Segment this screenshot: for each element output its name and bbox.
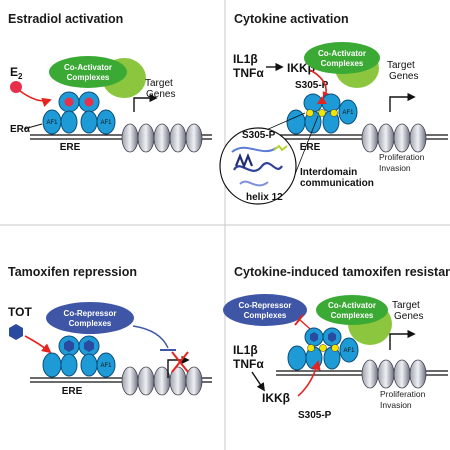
estrogen-receptor-dimer: AF1 [287,327,359,371]
er-alpha-pointer [23,123,43,130]
panel-title: Cytokine activation [234,12,349,26]
e2-label: E2 [10,65,23,81]
phospho-site-icon [331,344,339,352]
phosphosite-ribbon [273,144,288,152]
coactivator-complex: Co-Activator Complexes [316,295,392,345]
af1-label: AF1 [342,110,354,116]
tnfa-label: TNFα [233,357,264,371]
target-genes-label: Genes [146,89,175,100]
complex-label: Complexes [67,73,110,82]
dna-strand [276,359,448,389]
af1-label: AF1 [100,120,112,126]
interdomain-label: Interdomain [300,167,357,178]
cytokine-arrow [251,371,265,392]
er-alpha-label: ERα [10,124,31,135]
panel-cytokine-activation: Cytokine activation IL1β TNFα IKKβ S305-… [219,12,448,205]
af1-label: AF1 [100,363,112,369]
complex-label: Complexes [321,59,364,68]
af1-label: AF1 [343,348,355,354]
inhibition-bar [294,314,304,326]
tnfa-label: TNFα [233,66,264,80]
ere-label: ERE [62,386,83,397]
phospho-site-icon [307,344,315,352]
il1b-label: IL1β [233,52,258,66]
dna-strand [30,123,212,153]
complex-label: Co-Repressor [239,301,292,310]
coactivator-complex: Co-Activator Complexes [304,42,380,88]
corepressor-complex: Co-Repressor Complexes [46,302,134,334]
outcome-label: Invasion [379,163,411,173]
ikkb-label: IKKβ [262,391,290,405]
s305p-label: S305-P [298,410,332,421]
inset-connector [291,115,319,183]
complex-label: Complexes [331,311,374,320]
inset-s305p-label: S305-P [242,130,276,141]
outcome-label: Proliferation [380,389,426,399]
target-genes-label: Target [145,78,173,89]
phospho-site-icon [306,109,314,117]
blocked-x-icon [171,351,189,373]
interdomain-label: communication [300,178,374,189]
estrogen-receptor-dimer: AF1 [42,335,116,378]
il1b-label: IL1β [233,343,258,357]
target-genes-label: Target [392,300,420,311]
target-genes-label: Genes [394,311,423,322]
ere-label: ERE [300,142,321,153]
complex-label: Complexes [244,311,287,320]
target-genes-label: Genes [389,71,418,82]
dna-strand [30,366,212,396]
panel-tamoxifen-repression: Tamoxifen repression TOT Co-Repressor Co… [8,265,212,397]
complex-label: Co-Activator [328,301,376,310]
coactivator-complex: Co-Activator Complexes [49,56,146,98]
target-genes-label: Target [387,60,415,71]
estradiol-ligand-icon [10,81,22,93]
protein-ribbon [233,162,283,172]
panel-tamoxifen-resistance: Cytokine-induced tamoxifen resistance Co… [223,265,450,421]
panel-title: Cytokine-induced tamoxifen resistance [234,265,450,279]
ere-label: ERE [60,142,81,153]
corepressor-complex: Co-Repressor Complexes [223,294,307,326]
panel-estradiol-activation: Estradiol activation Co-Activator Comple… [8,12,212,153]
outcome-label: Invasion [380,400,412,410]
complex-label: Complexes [69,319,112,328]
phospho-site-icon [318,109,326,117]
ligand-binding-arrow [19,90,52,107]
helix-ribbon [234,153,254,169]
ligand-binding-arrow [24,335,52,354]
outcome-label: Proliferation [379,152,425,162]
panel-title: Estradiol activation [8,12,123,26]
s305p-label: S305-P [295,80,329,91]
helix12-label: helix 12 [246,192,283,203]
transcription-arrow [133,93,158,112]
phospho-site-icon [330,109,338,117]
complex-label: Co-Activator [64,63,112,72]
phospho-site-icon [319,344,327,352]
transcription-arrow [389,329,416,350]
transcription-arrow [389,92,416,112]
af1-label: AF1 [46,120,58,126]
tot-label: TOT [8,305,32,319]
protein-ribbon [231,146,277,153]
complex-label: Co-Activator [318,49,366,58]
panel-title: Tamoxifen repression [8,265,137,279]
dna-strand [276,123,448,153]
protein-ribbon [239,180,269,187]
estrogen-receptor-dimer: AF1 AF1 [42,91,116,135]
structure-inset: S305-P helix 12 [219,127,297,205]
phosphorylation-arrow [297,360,321,397]
estrogen-receptor-dimer: AF1 [286,93,358,135]
tamoxifen-ligand-icon [9,324,23,340]
complex-label: Co-Repressor [64,309,117,318]
inhibition-line [132,325,169,349]
